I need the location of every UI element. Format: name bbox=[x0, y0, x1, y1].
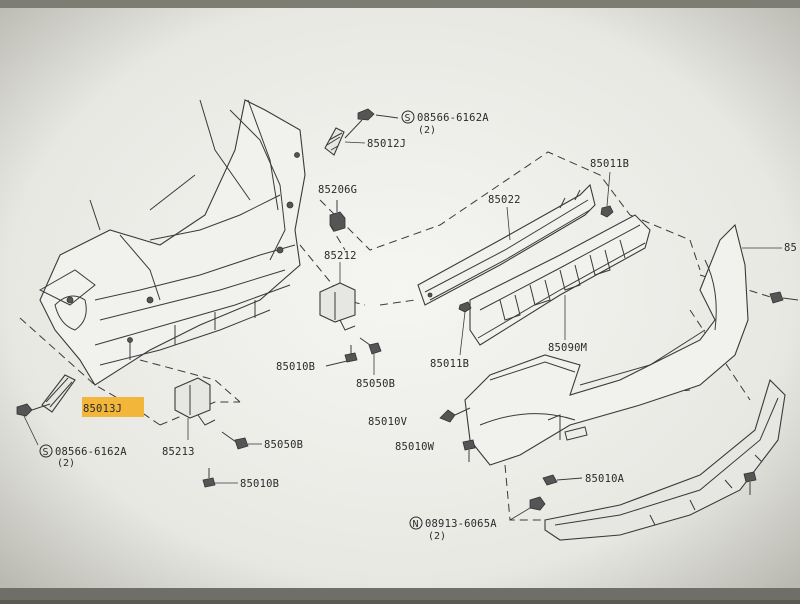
label-bracket-85013J: 85013J bbox=[83, 403, 122, 415]
label-clip-85011B-mid: 85011B bbox=[430, 358, 469, 370]
label-bolt-85050B-mid: 85050B bbox=[356, 378, 395, 390]
dash-left-bracket bbox=[159, 401, 240, 426]
label-reinforcement-85022: 85022 bbox=[488, 194, 521, 206]
label-fascia-right: 85 bbox=[784, 242, 797, 254]
clip-85011B-top bbox=[600, 171, 614, 218]
screw-85010A bbox=[542, 474, 583, 486]
label-bolt-85010B-low: 85010B bbox=[240, 478, 279, 490]
s-marker-bottom-text: S bbox=[43, 447, 49, 458]
bracket-85012J bbox=[324, 127, 366, 156]
label-screw-bottom: 08566-6162A bbox=[55, 446, 127, 458]
label-clip-85011B-top: 85011B bbox=[590, 158, 629, 170]
bolt-85010V bbox=[439, 407, 471, 423]
bolt-85010B-low bbox=[202, 468, 238, 488]
s-marker-top: S bbox=[401, 110, 415, 124]
n-marker-text: N bbox=[413, 519, 419, 530]
clip-right-low bbox=[743, 471, 757, 495]
label-nut-08913: 08913-6065A bbox=[425, 518, 497, 530]
bracket-85212 bbox=[319, 262, 356, 331]
s-marker-bottom: S bbox=[39, 444, 53, 458]
n-marker: N bbox=[409, 516, 423, 530]
label-nut-85206G: 85206G bbox=[318, 184, 357, 196]
s-marker-top-text: S bbox=[405, 113, 411, 124]
label-screw-top-qty: (2) bbox=[418, 125, 436, 136]
label-bolt-85050B-low: 85050B bbox=[264, 439, 303, 451]
label-bracket-85212: 85212 bbox=[324, 250, 357, 262]
label-screw-bottom-qty: (2) bbox=[57, 458, 75, 469]
clip-right bbox=[769, 291, 799, 304]
clip-85011B-mid bbox=[458, 301, 472, 356]
rear-body-panel bbox=[38, 99, 306, 386]
monitor-bottom-bezel bbox=[0, 588, 800, 600]
dash-top-reinforcement bbox=[319, 151, 631, 251]
absorber-85090M bbox=[469, 214, 651, 346]
dash-left-lower bbox=[19, 317, 161, 426]
rear-bumper-fascia bbox=[464, 223, 749, 466]
label-bolt-85010B-mid: 85010B bbox=[276, 361, 315, 373]
dash-nut-link bbox=[329, 224, 346, 251]
label-bolt-85010W: 85010W bbox=[395, 441, 435, 453]
nut-85206G bbox=[329, 200, 346, 232]
dash-top-right bbox=[629, 214, 701, 271]
bolt-85050B-mid bbox=[359, 337, 382, 375]
rear-diffuser bbox=[544, 378, 786, 541]
label-screw-85010A: 85010A bbox=[585, 473, 625, 485]
label-nut-08913-qty: (2) bbox=[428, 531, 446, 542]
bolt-85010B-mid bbox=[325, 345, 358, 367]
nut-08913 bbox=[509, 496, 546, 521]
label-absorber-85090M: 85090M bbox=[548, 342, 587, 354]
label-bracket-85012J: 85012J bbox=[367, 138, 406, 150]
bolt-85050B-low bbox=[221, 431, 262, 450]
label-bracket-85213: 85213 bbox=[162, 446, 195, 458]
screw-top bbox=[344, 108, 399, 139]
label-screw-top: 08566-6162A bbox=[417, 112, 489, 124]
label-bolt-85010V: 85010V bbox=[368, 416, 408, 428]
part-highlight-85013J bbox=[82, 397, 144, 417]
dash-bracket-link bbox=[379, 299, 416, 306]
bolt-85010W bbox=[462, 439, 476, 462]
reinforcement-85022 bbox=[417, 183, 596, 306]
monitor-top-bezel bbox=[0, 0, 800, 8]
screw-bottom bbox=[16, 403, 51, 446]
bracket-85213 bbox=[174, 377, 216, 440]
bracket-85013J bbox=[41, 374, 144, 417]
